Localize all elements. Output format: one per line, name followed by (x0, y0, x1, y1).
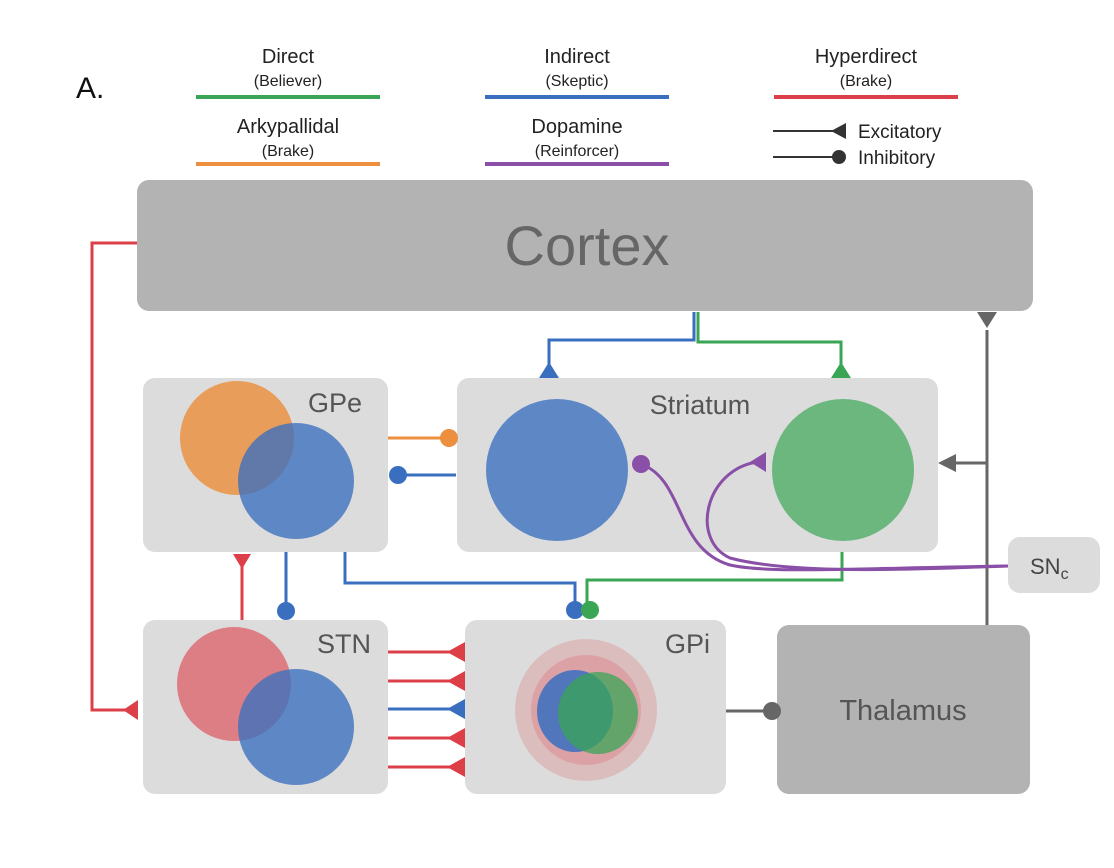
legend-dopamine: Dopamine (Reinforcer) (485, 116, 669, 166)
legend-arkypallidal-role: (Brake) (262, 143, 314, 160)
snc-label-subscript: c (1061, 566, 1069, 583)
hyperdirect-cortex-stn-line (90, 241, 138, 712)
legend-hyperdirect: Hyperdirect (Brake) (774, 46, 958, 99)
hyperdirect-stn-arrow-icon (123, 700, 138, 720)
snc-label-main: SN (1030, 554, 1061, 579)
striatum-label: Striatum (650, 390, 751, 420)
legend-indirect: Indirect (Skeptic) (485, 46, 669, 99)
legend-inhibitory-label: Inhibitory (858, 148, 936, 169)
thalamus-striatum-arrow-icon (938, 454, 956, 472)
gpe-prototypic-population (238, 423, 354, 539)
legend-direct-name: Direct (262, 46, 315, 68)
cortex-striatum-indirect-arrow-icon (539, 362, 559, 378)
cortex-box (137, 180, 1033, 311)
gpe-stn-dot-icon (277, 602, 295, 620)
stn-label: STN (317, 629, 371, 659)
panel-label: A. (76, 72, 104, 105)
snc-label: SNc (1030, 554, 1069, 583)
stn-gpe-arrow-icon (233, 554, 251, 569)
striatum-gpe-dot-icon (389, 466, 407, 484)
legend-excitatory-label: Excitatory (858, 122, 942, 143)
gpe-gpi-dot-icon (566, 601, 584, 619)
legend: Direct (Believer) Indirect (Skeptic) Hyp… (196, 46, 958, 169)
legend-dopamine-role: (Reinforcer) (535, 143, 619, 160)
stn-gpi-arrow-icon-1 (447, 642, 465, 662)
stn-gpi-arrow-icon-4 (447, 728, 465, 748)
cortex-striatum-direct-arrow-icon (831, 362, 851, 378)
legend-excitatory: Excitatory (773, 122, 942, 143)
cortex-striatum-indirect-line (547, 312, 696, 366)
stn-gpi-arrow-icon-3 (447, 699, 465, 719)
cortex-label: Cortex (505, 214, 670, 277)
terminals (123, 312, 997, 777)
striatum-indirect-population (486, 399, 628, 541)
legend-dopamine-name: Dopamine (531, 116, 622, 138)
inhibitory-dot-icon (832, 150, 846, 164)
dopamine-projections (640, 460, 1009, 572)
striatum-gpi-line (585, 552, 844, 603)
dopamine-direct-arrow-icon (750, 452, 766, 472)
gpi-direct-population (558, 672, 638, 754)
gpi-thalamus-dot-icon (763, 702, 781, 720)
arkypallidal-dot-icon (440, 429, 458, 447)
thalamus-cortex-arrow-icon (977, 312, 997, 328)
gpe-gpi-line (343, 552, 577, 603)
snc-box (1008, 537, 1100, 593)
dopamine-indirect-dot-icon (632, 455, 650, 473)
legend-hyperdirect-role: (Brake) (840, 73, 892, 90)
legend-arkypallidal-name: Arkypallidal (237, 116, 339, 138)
legend-direct: Direct (Believer) (196, 46, 380, 99)
connections (90, 241, 989, 769)
stn-gpi-arrow-icon-5 (447, 757, 465, 777)
thalamus-label: Thalamus (839, 695, 966, 727)
legend-indirect-role: (Skeptic) (545, 73, 608, 90)
legend-indirect-name: Indirect (544, 46, 610, 68)
legend-direct-role: (Believer) (254, 73, 322, 90)
excitatory-arrow-icon (831, 123, 846, 139)
dopamine-direct-curve (705, 460, 1009, 572)
striatum-gpi-dot-icon (581, 601, 599, 619)
cortex-striatum-direct-line (696, 312, 843, 366)
legend-hyperdirect-name: Hyperdirect (815, 46, 918, 68)
striatum-direct-population (772, 399, 914, 541)
stn-indirect-population (238, 669, 354, 785)
gpe-label: GPe (308, 388, 362, 418)
gpi-label: GPi (665, 629, 710, 659)
thalamus-box (777, 625, 1030, 794)
legend-inhibitory: Inhibitory (773, 148, 936, 169)
stn-gpi-arrow-icon-2 (447, 671, 465, 691)
legend-arkypallidal: Arkypallidal (Brake) (196, 116, 380, 166)
